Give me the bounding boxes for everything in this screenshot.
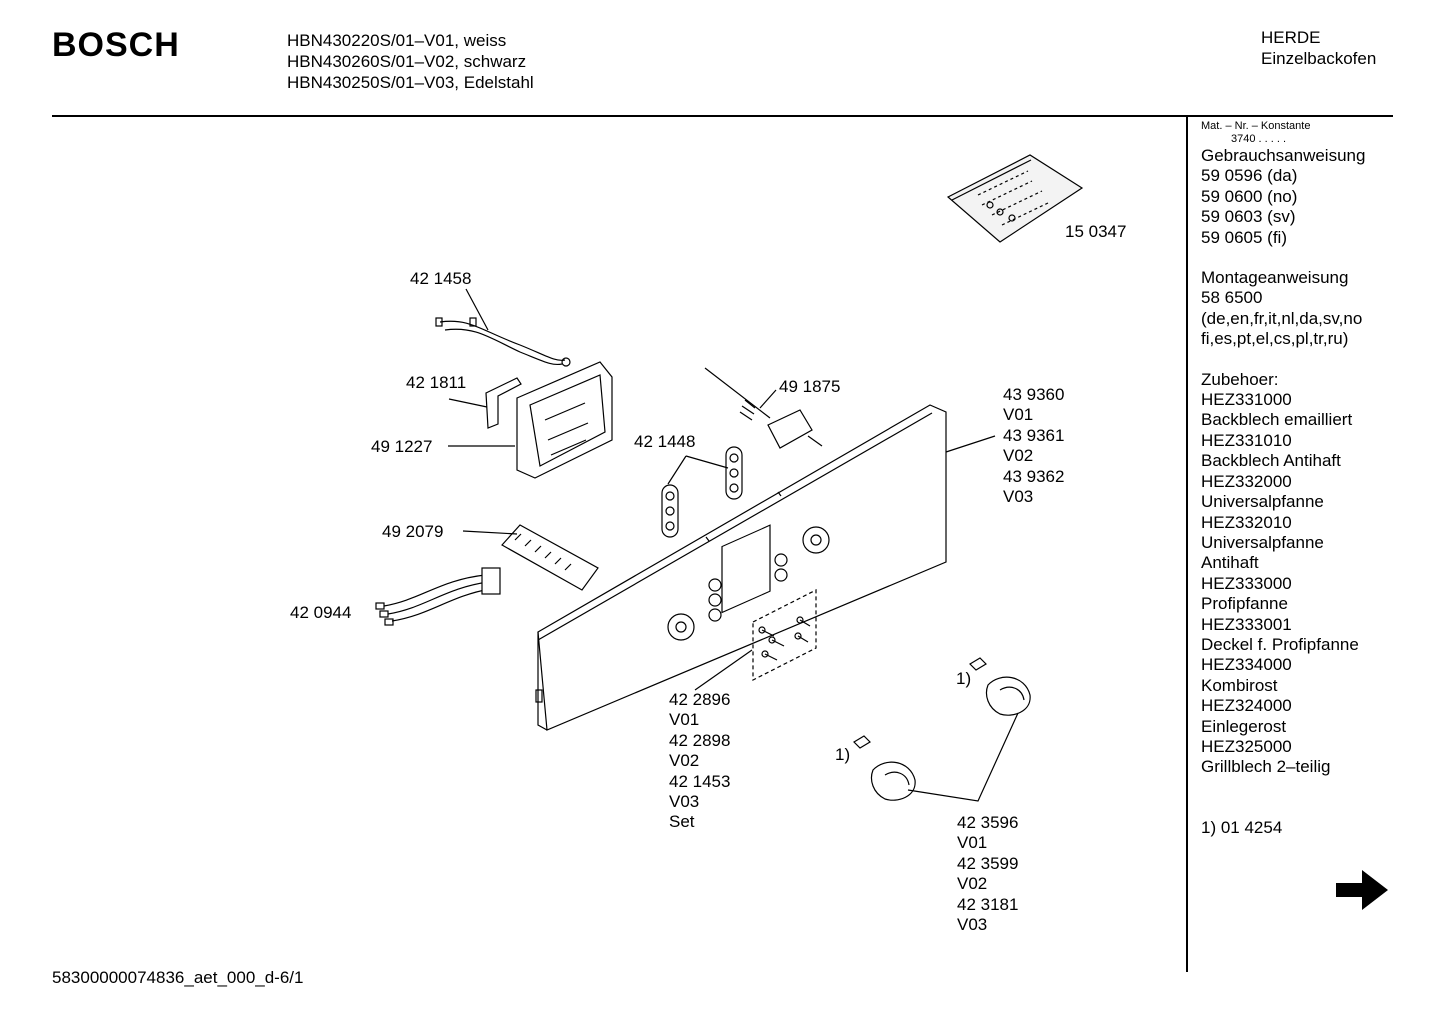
variant: V01 [957,833,988,853]
part-label-421458: 42 1458 [410,269,472,288]
accessories-block: Zubehoer: HEZ331000 Backblech emailliert… [1201,370,1391,778]
exploded-diagram [375,154,1084,802]
list-item: fi,es,pt,el,cs,pl,tr,ru) [1201,329,1349,349]
list-item: Backblech emailliert [1201,410,1353,430]
model-v01: HBN430220S/01–V01, weiss [287,31,507,50]
list-item: HEZ333001 [1201,614,1292,634]
variant: V03 [957,915,988,935]
screw-bag-part [946,154,1084,243]
list-item: 59 0600 (no) [1201,186,1298,206]
knob-part [853,657,1031,801]
list-item: HEZ325000 [1201,736,1292,756]
list-item: Gebrauchsanweisung [1201,146,1366,165]
footnote-marker: 1) [835,745,851,764]
list-item: Einlegerost [1201,716,1287,736]
mounting-block: Montageanweisung 58 6500 (de,en,fr,it,nl… [1201,268,1391,350]
part-label-491227: 49 1227 [371,437,433,456]
control-panel-part [535,404,947,731]
list-item: Grillblech 2–teilig [1201,757,1331,777]
variant: V03 [1003,487,1034,507]
part-label-421448: 42 1448 [634,432,696,451]
part-number: 43 9360 [1003,385,1065,404]
list-item: Montageanweisung [1201,268,1349,288]
part-number: 42 1453 [669,771,731,791]
right-arrow-icon[interactable] [1334,868,1390,912]
module-part [516,361,613,479]
variant: V03 [669,792,700,812]
list-item: HEZ331010 [1201,430,1292,450]
part-label-420944: 42 0944 [290,603,352,622]
category-main: HERDE [1261,28,1321,47]
part-number: 43 9362 [1003,466,1065,486]
list-item: Backblech Antihaft [1201,451,1341,471]
wire-harness-part [375,567,501,626]
category: HERDE Einzelbackofen [1261,27,1376,69]
mat-nr-label: Mat. – Nr. – Konstante [1201,120,1311,132]
cable-part [435,317,571,367]
part-label-492079: 49 2079 [382,522,444,541]
part-label-panel: 43 9360 V01 43 9361 V02 43 9362 V03 [1003,385,1064,507]
footnote: 1) 01 4254 [1201,817,1283,837]
variant: V02 [957,874,988,894]
part-label-screws: 42 2896 V01 42 2898 V02 42 1453 V03 Set [669,690,730,833]
part-label-150347: 15 0347 [1065,222,1127,241]
list-item: Zubehoer: [1201,369,1279,389]
sidebar: Mat. – Nr. – Konstante 3740 . . . . . Ge… [1201,120,1391,838]
list-item: Profipfanne [1201,594,1288,614]
list-item: 58 6500 [1201,288,1263,308]
footnote-marker: 1) [956,669,972,688]
variant: V01 [669,710,700,730]
list-item: HEZ334000 [1201,655,1292,675]
list-item: Universalpfanne [1201,532,1324,552]
list-item: 59 0605 (fi) [1201,227,1287,247]
list-item: Deckel f. Profipfanne [1201,634,1359,654]
list-item: 59 0603 (sv) [1201,207,1296,227]
list-item: (de,en,fr,it,nl,da,sv,no [1201,308,1363,328]
part-number: 42 2898 [669,730,731,750]
document-id: 58300000074836_aet_000_d-6/1 [52,968,304,987]
relay-board-part [501,524,599,591]
bracket-part [485,377,522,429]
list-item: Antihaft [1201,553,1259,573]
variant: V02 [1003,446,1034,466]
manuals-block: Gebrauchsanweisung 59 0596 (da) 59 0600 … [1201,146,1391,248]
part-number: 42 3596 [957,813,1019,832]
list-item: Universalpfanne [1201,492,1324,512]
part-number: 42 2896 [669,690,731,709]
list-item: HEZ332000 [1201,471,1292,491]
set-label: Set [669,812,695,832]
part-number: 42 3181 [957,894,1019,914]
list-item: HEZ332010 [1201,512,1292,532]
model-v02: HBN430260S/01–V02, schwarz [287,52,527,71]
part-number: 42 3599 [957,853,1019,873]
model-v03: HBN430250S/01–V03, Edelstahl [287,73,534,92]
thermostat-part [704,367,823,449]
part-label-421811: 42 1811 [406,373,467,392]
mat-nr-const: 3740 . . . . . [1231,133,1287,145]
model-list: HBN430220S/01–V01, weiss HBN430260S/01–V… [287,30,534,93]
list-item: HEZ324000 [1201,696,1292,716]
part-label-491875: 49 1875 [779,377,841,396]
screw-set-part [752,589,817,681]
list-item: Kombirost [1201,675,1278,695]
category-sub: Einzelbackofen [1261,49,1377,68]
brand-logo: BOSCH [52,26,180,64]
sidebar-divider [1186,117,1188,972]
list-item: 59 0596 (da) [1201,166,1298,186]
variant: V01 [1003,405,1034,425]
header-divider [52,115,1393,117]
spacer-ring-part [661,446,743,538]
list-item: HEZ333000 [1201,573,1292,593]
part-label-knobs: 42 3596 V01 42 3599 V02 42 3181 V03 [957,813,1018,935]
variant: V02 [669,751,700,771]
list-item: HEZ331000 [1201,390,1292,410]
part-number: 43 9361 [1003,425,1065,445]
